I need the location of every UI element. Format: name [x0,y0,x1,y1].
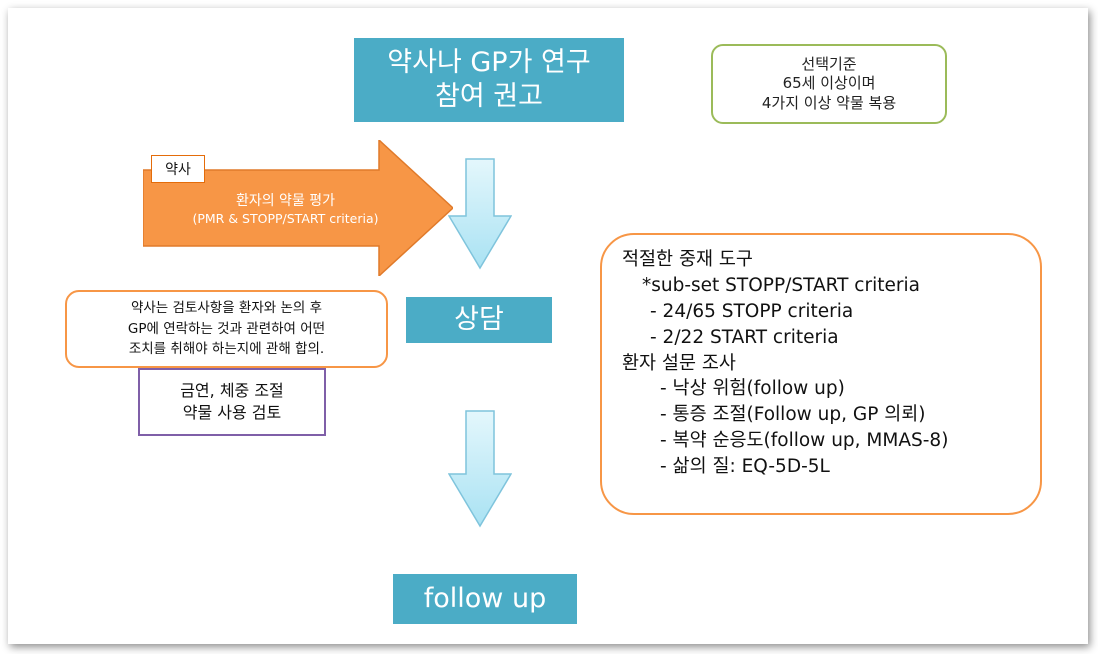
tools-heading: 적절한 중재 도구 [622,249,753,270]
down-arrow-1 [448,158,512,270]
discussion-box: 약사는 검토사항을 환자와 논의 후 GP에 연락하는 것과 관련하여 어떤 조… [65,290,388,368]
tools-start: - 2/22 START criteria [650,326,839,348]
survey-heading: 환자 설문 조사 [622,352,736,374]
criteria-line-3: 4가지 이상 약물 복용 [761,93,897,112]
discussion-line-3: 조치를 취해야 하는지에 관해 합의. [128,341,325,358]
intervention-tools-box: 적절한 중재 도구 *sub-set STOPP/START criteria … [600,233,1042,515]
tools-subset: *sub-set STOPP/START criteria [642,274,920,296]
survey-item-2: - 통증 조절(Follow up, GP 의뢰) [660,404,926,426]
discussion-line-1: 약사는 검토사항을 환자와 논의 후 [130,299,323,316]
followup-box: follow up [393,574,577,624]
medication-review-text: 환자의 약물 평가 [235,193,336,210]
survey-item-1: - 낙상 위험(follow up) [660,378,845,400]
tools-stopp: - 24/65 STOPP criteria [650,300,854,322]
survey-item-3: - 복약 순응도(follow up, MMAS-8) [660,430,949,452]
pharmacist-step-label: 환자의 약물 평가 (PMR & STOPP/START criteria) [143,184,428,236]
slide: 약사나 GP가 연구 참여 권고 선택기준 65세 이상이며 4가지 이상 약물… [8,8,1088,644]
orange-right-arrow [143,140,453,276]
criteria-line-2: 65세 이상이며 [782,74,876,93]
down-arrow-2 [448,410,512,528]
discussion-line-2: GP에 연락하는 것과 관련하여 어떤 [127,320,326,337]
lifestyle-line-2: 약물 사용 검토 [182,403,282,422]
consultation-box: 상담 [406,297,552,343]
title-line-2: 참여 권고 [435,81,543,112]
selection-criteria-box: 선택기준 65세 이상이며 4가지 이상 약물 복용 [711,44,947,124]
consultation-label: 상담 [454,304,504,336]
title-box: 약사나 GP가 연구 참여 권고 [354,38,624,122]
title-line-1: 약사나 GP가 연구 [387,47,591,79]
lifestyle-line-1: 금연, 체중 조절 [180,381,284,401]
pharmacist-tag: 약사 [151,155,205,183]
criteria-line-1: 선택기준 [801,54,857,73]
lifestyle-box: 금연, 체중 조절 약물 사용 검토 [138,368,326,436]
criteria-reference-text: (PMR & STOPP/START criteria) [192,211,379,226]
followup-label: follow up [423,583,547,615]
survey-item-4: - 삶의 질: EQ-5D-5L [660,456,830,478]
